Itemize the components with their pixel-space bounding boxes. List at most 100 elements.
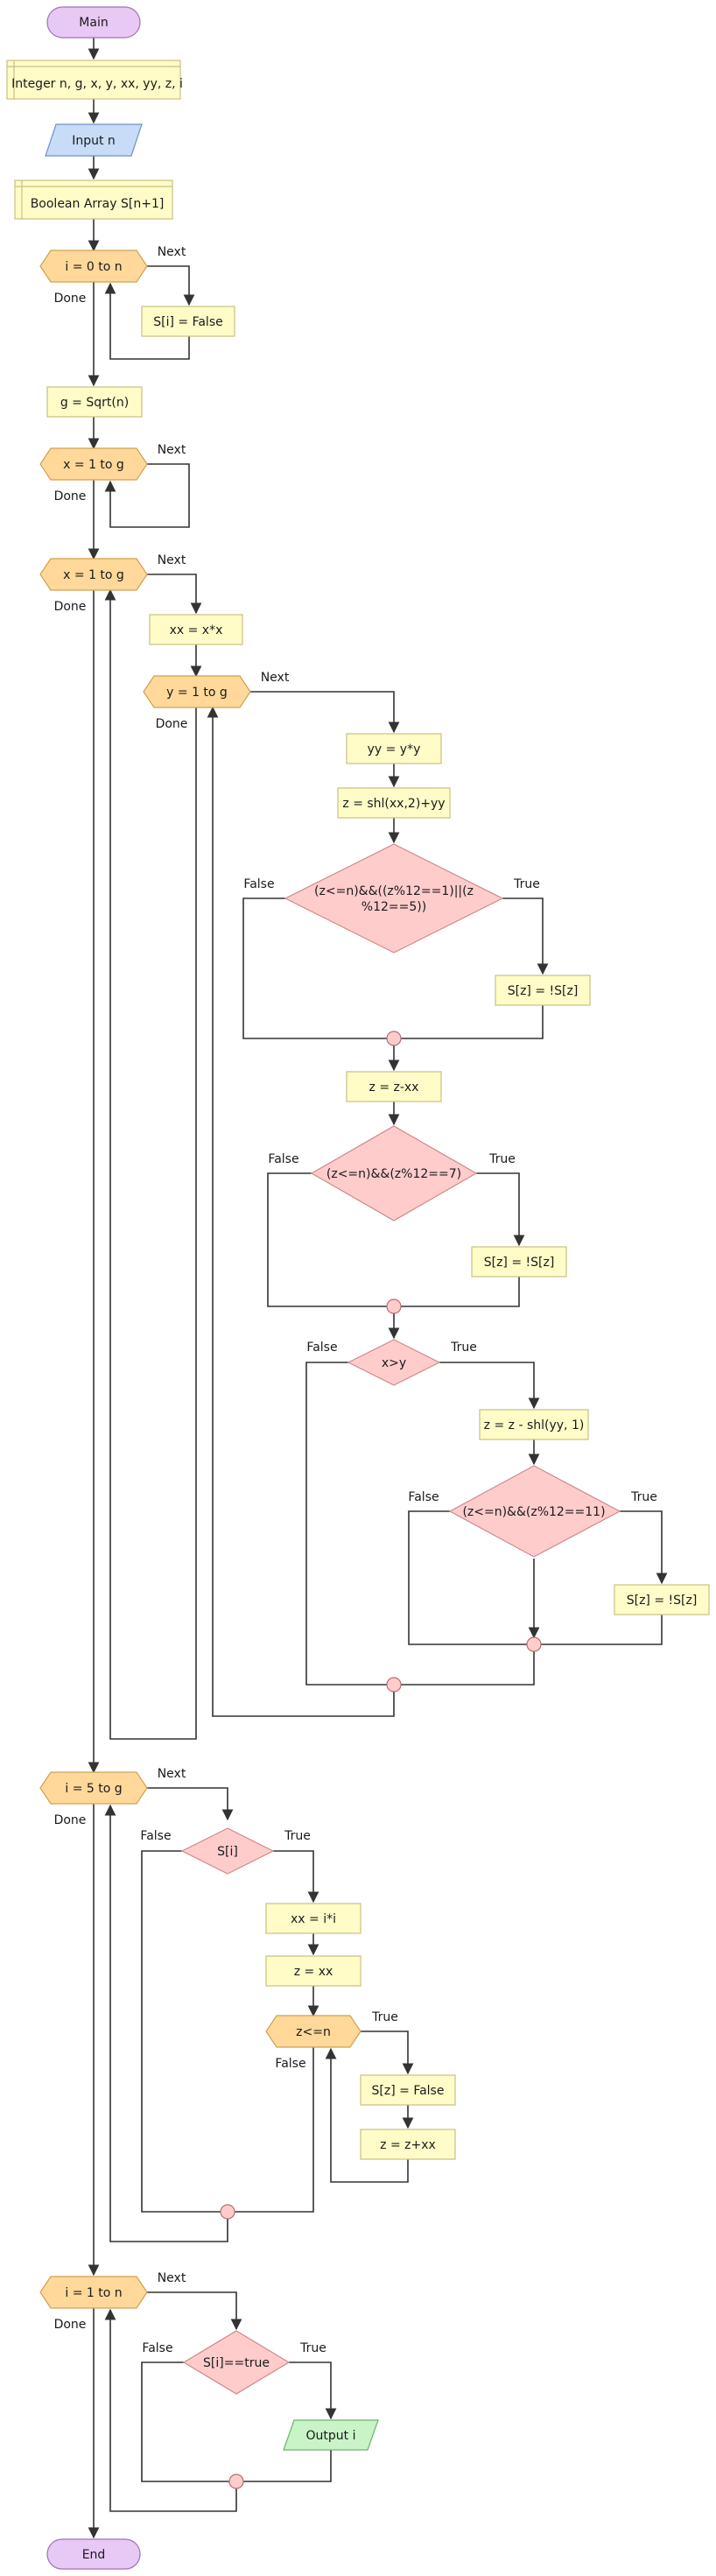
loopz-true-label: True [371,2010,398,2024]
condition-mod-7-label: (z<=n)&&(z%12==7) [326,1167,461,1181]
condition-x-gt-y-label: x>y [382,1356,406,1370]
start-label: Main [79,16,108,30]
end-label: End [82,2548,106,2562]
z-increment-block: z = z+xx [360,2129,456,2160]
cond2-true-label: True [488,1152,516,1166]
loop-y-next-label: Next [261,671,290,685]
loop-z-label: z<=n [296,2025,331,2039]
loop-x-label: x = 1 to g [63,568,124,582]
loop-i-output-done-label: Done [54,2318,87,2332]
loop-x-empty-next-label: Next [158,443,186,457]
cond1-false-label: False [243,877,274,891]
condition-mod-1-5-line2: %12==5)) [362,900,426,914]
condition-output-label: S[i]==true [203,2356,270,2370]
toggle-2-block: S[z] = !S[z] [471,1246,567,1277]
z-shl-block: z = shl(xx,2)+yy [337,787,451,819]
declare-label: Integer n, g, x, y, xx, yy, z, i [11,77,183,91]
declare-block: Integer n, g, x, y, xx, yy, z, i [6,60,183,100]
condition-output: S[i]==true [182,2330,291,2395]
output-block: Output i [283,2419,379,2451]
condout-true-label: True [299,2341,326,2355]
condsi-true-label: True [284,1829,311,1843]
join-2 [386,1299,402,1314]
sqrt-block: g = Sqrt(n) [46,386,143,418]
loop-i-init-done-label: Done [54,292,87,306]
array-declare-label: Boolean Array S[n+1] [31,197,165,211]
cond1-true-label: True [513,877,540,891]
condition-s-i: S[i] [180,1827,275,1875]
condition-mod-11: (z<=n)&&(z%12==11) [448,1465,621,1558]
join-4 [386,1677,402,1693]
toggle-1-label: S[z] = !S[z] [508,984,579,998]
z-shl-label: z = shl(xx,2)+yy [342,797,445,811]
yy-assign-label: yy = y*y [368,743,421,757]
z-minus-xx-block: z = z-xx [346,1071,442,1102]
join-3 [526,1636,542,1652]
join-1 [386,1031,402,1046]
loop-i5-next-label: Next [158,1767,186,1781]
cond3-false-label: False [408,1490,439,1504]
z-assign-label: z = xx [294,1965,333,1979]
clear-block: S[z] = False [360,2074,456,2106]
loop-i-init-next-label: Next [158,245,186,259]
loop-x-empty-label: x = 1 to g [63,458,124,472]
toggle-3-label: S[z] = !S[z] [627,1594,698,1608]
loop-z: z<=n [265,2015,362,2048]
loop-x-done-label: Done [54,600,87,614]
loop-i-output-label: i = 1 to n [65,2286,122,2300]
loop-i5: i = 5 to g [39,1771,148,1805]
condition-s-i-label: S[i] [217,1845,238,1859]
end-terminal: End [46,2538,141,2570]
condsi-false-label: False [140,1829,171,1843]
input-block: Input n [45,123,143,157]
loop-i5-label: i = 5 to g [65,1782,122,1796]
loop-x-empty-done-label: Done [54,489,87,503]
cond3-true-label: True [630,1490,657,1504]
z-minus-shl-block: z = z - shl(yy, 1) [479,1409,589,1440]
output-label: Output i [306,2429,356,2443]
z-assign-block: z = xx [265,1955,362,1987]
loopz-false-label: False [275,2057,305,2071]
sqrt-label: g = Sqrt(n) [60,396,129,410]
loop-x-empty: x = 1 to g [39,447,148,481]
loop-x-next-label: Next [158,553,186,567]
set-false-label: S[i] = False [153,315,222,329]
set-false-block: S[i] = False [141,306,235,337]
array-declare-block: Boolean Array S[n+1] [14,179,173,220]
cond2-false-label: False [268,1152,298,1166]
xx-assign-block: xx = x*x [149,614,243,645]
loop-y-done-label: Done [156,717,188,731]
z-increment-label: z = z+xx [380,2138,436,2152]
edges [88,38,668,2539]
loop-i-output: i = 1 to n [39,2276,148,2309]
condition-mod-7: (z<=n)&&(z%12==7) [310,1125,478,1221]
loop-y-label: y = 1 to g [166,686,228,700]
clear-label: S[z] = False [372,2084,445,2098]
input-label: Input n [72,134,116,148]
xx-square-label: xx = i*i [291,1912,336,1926]
loop-i-init-label: i = 0 to n [65,260,122,274]
condout-false-label: False [142,2341,172,2355]
join-6 [228,2474,244,2489]
loop-i-init: i = 0 to n [39,250,148,283]
toggle-2-label: S[z] = !S[z] [484,1256,555,1270]
loop-x: x = 1 to g [39,558,148,591]
loop-y: y = 1 to g [143,675,251,708]
loop-i5-done-label: Done [54,1813,87,1827]
condition-mod-1-5-line1: (z<=n)&&((z%12==1)||(z [314,884,474,898]
toggle-1-block: S[z] = !S[z] [495,975,591,1006]
xx-assign-label: xx = x*x [170,623,223,637]
yy-assign-block: yy = y*y [346,733,442,764]
condition-x-gt-y: x>y [347,1339,441,1386]
condxy-true-label: True [450,1341,477,1355]
xx-square-block: xx = i*i [265,1903,362,1934]
toggle-3-block: S[z] = !S[z] [614,1584,710,1615]
condition-mod-11-label: (z<=n)&&(z%12==11) [462,1505,605,1519]
condxy-false-label: False [306,1341,337,1355]
z-minus-xx-label: z = z-xx [369,1080,419,1094]
loop-i-output-next-label: Next [158,2271,186,2285]
join-5 [220,2204,235,2220]
z-minus-shl-label: z = z - shl(yy, 1) [484,1418,585,1432]
condition-mod-1-5: (z<=n)&&((z%12==1)||(z %12==5)) [284,843,504,954]
